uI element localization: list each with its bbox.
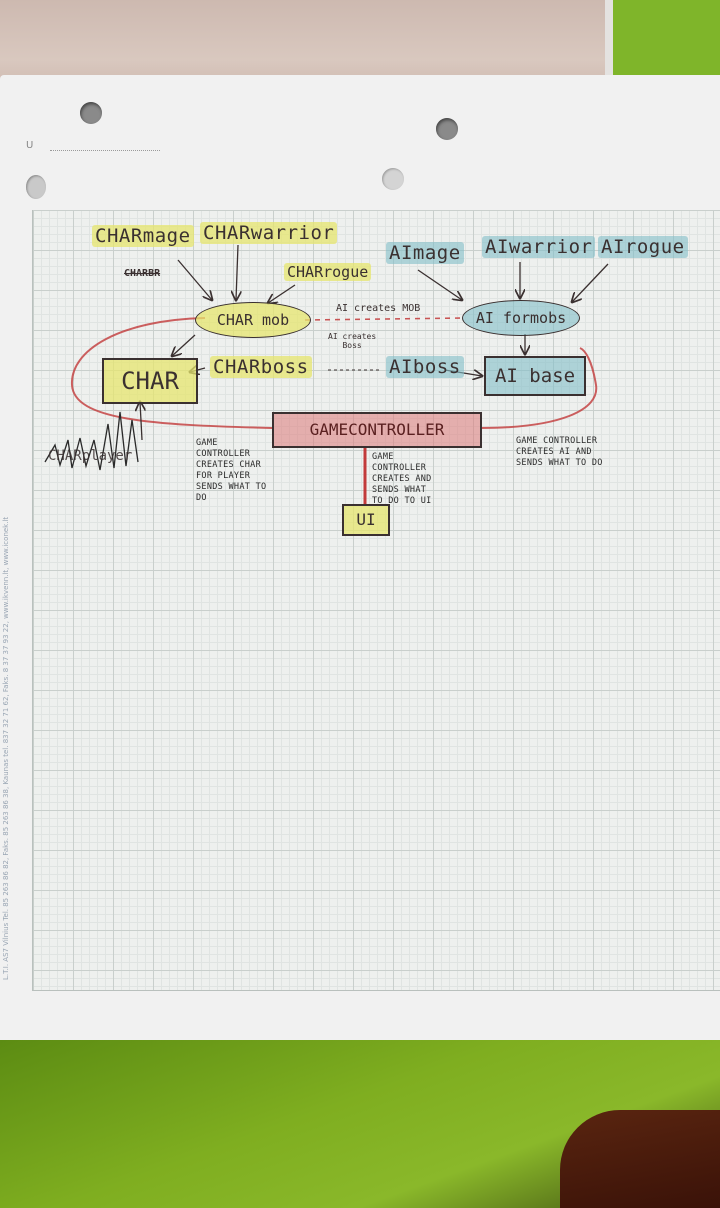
game-controller-node: GAMECONTROLLER (272, 412, 482, 448)
ai-mage-label: AImage (386, 242, 464, 264)
ai-boss-label: AIboss (386, 356, 464, 378)
char-mob-node: CHAR mob (195, 302, 311, 338)
char-note: GAME CONTROLLER CREATES CHAR FOR PLAYER … (196, 438, 267, 503)
arrow-charmob-to-char (172, 334, 196, 356)
ui-note: GAME CONTROLLER CREATES AND SENDS WHAT T… (372, 452, 432, 506)
ai-for-mobs-label: AI formobs (475, 309, 567, 327)
arrow-player-to-char (140, 402, 142, 441)
arrow-aimage-to-aiformobs (417, 269, 462, 300)
char-node: CHAR (102, 358, 198, 404)
arrow-warrior-to-charmob (236, 244, 238, 300)
char-warrior-label: CHARwarrior (200, 222, 338, 244)
ui-node: UI (342, 504, 390, 536)
char-boss-label: CHARboss (210, 356, 312, 378)
char-label: CHAR (121, 367, 179, 395)
ai-base-node: AI base (484, 356, 586, 396)
ai-creates-boss-label: AI creates Boss (328, 332, 377, 350)
arrow-mage-to-charmob (177, 259, 212, 300)
char-mob-label: CHAR mob (216, 311, 290, 329)
char-player-label: CHARplayer (48, 448, 133, 464)
ai-rogue-label: AIrogue (598, 236, 688, 258)
grid-area (32, 210, 720, 991)
punch-hole (80, 102, 102, 124)
red-loop-line (479, 347, 598, 429)
ai-note: GAME CONTROLLER CREATES AI AND SENDS WHA… (516, 436, 603, 468)
punch-hole (436, 118, 458, 140)
red-loop-line (70, 317, 273, 429)
player-scribble (44, 411, 139, 471)
char-mage-label: CHARmage (92, 225, 194, 247)
arrow-rogue-to-charmob (268, 284, 296, 303)
ai-creates-mob-label: AI creates MOB (336, 303, 421, 314)
punch-hole (382, 168, 404, 190)
crossed-out-text: CHARBR (124, 268, 161, 279)
red-dash-line (304, 317, 466, 321)
header-line (50, 146, 160, 151)
char-rogue-label: CHARrogue (284, 263, 372, 281)
dark-fabric-corner (560, 1110, 720, 1208)
header-mark: U (26, 140, 34, 151)
game-controller-label: GAMECONTROLLER (309, 420, 445, 439)
punch-hole (26, 175, 46, 199)
ai-for-mobs-node: AI formobs (462, 300, 580, 336)
ui-label: UI (356, 510, 376, 529)
ai-base-label: AI base (494, 365, 576, 387)
ai-warrior-label: AIwarrior (482, 236, 596, 258)
arrow-airogue-to-aiformobs (572, 263, 609, 302)
